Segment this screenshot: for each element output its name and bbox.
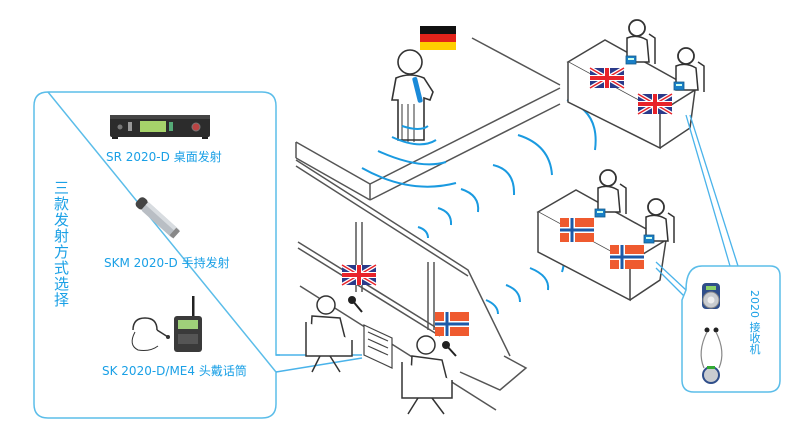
handheld-transmitter-label: SKM 2020-D 手持发射 <box>104 256 230 270</box>
speaker-microphone <box>412 77 423 103</box>
interpreter-console <box>363 324 393 369</box>
interpreter-figure <box>305 295 353 373</box>
uk-flag-icon <box>636 92 674 116</box>
sound-waves-speaker <box>361 125 457 188</box>
delegate-figure <box>597 169 627 215</box>
interpreter-microphone-icon <box>348 296 457 357</box>
uk-flag-icon <box>340 263 378 287</box>
left-panel-title: 三款发射方式选择 <box>52 180 70 308</box>
delegate-receiver-icon <box>643 234 655 244</box>
norway-flag-icon <box>560 218 594 242</box>
delegate-receiver-icon <box>625 55 637 65</box>
left-panel-frame <box>33 91 280 419</box>
norway-flag-icon <box>610 245 644 269</box>
connector-line-lower <box>275 357 363 373</box>
receiver-connector-lines <box>655 114 739 299</box>
headset-transmitter-label: SK 2020-D/ME4 头戴话筒 <box>102 364 247 378</box>
uk-flag-icon <box>588 66 626 90</box>
desktop-transmitter-icon <box>110 115 210 139</box>
headset-bodypack-icon <box>131 296 202 352</box>
pocket-receiver-icon <box>702 283 720 309</box>
handheld-mic-icon <box>135 197 180 239</box>
right-panel-title: 2020 接收机 <box>748 290 761 355</box>
delegate-receiver-icon <box>673 81 685 91</box>
speaker-figure <box>391 49 434 142</box>
desktop-transmitter-label: SR 2020-D 桌面发射 <box>106 150 222 164</box>
stage-platform <box>295 37 561 201</box>
stethoscope-earphone-icon <box>700 327 723 384</box>
right-panel-frame <box>681 265 781 393</box>
norway-flag-icon <box>435 312 469 336</box>
interpreter-figure <box>401 335 453 415</box>
delegate-receiver-icon <box>594 208 606 218</box>
germany-flag-icon <box>420 26 456 50</box>
